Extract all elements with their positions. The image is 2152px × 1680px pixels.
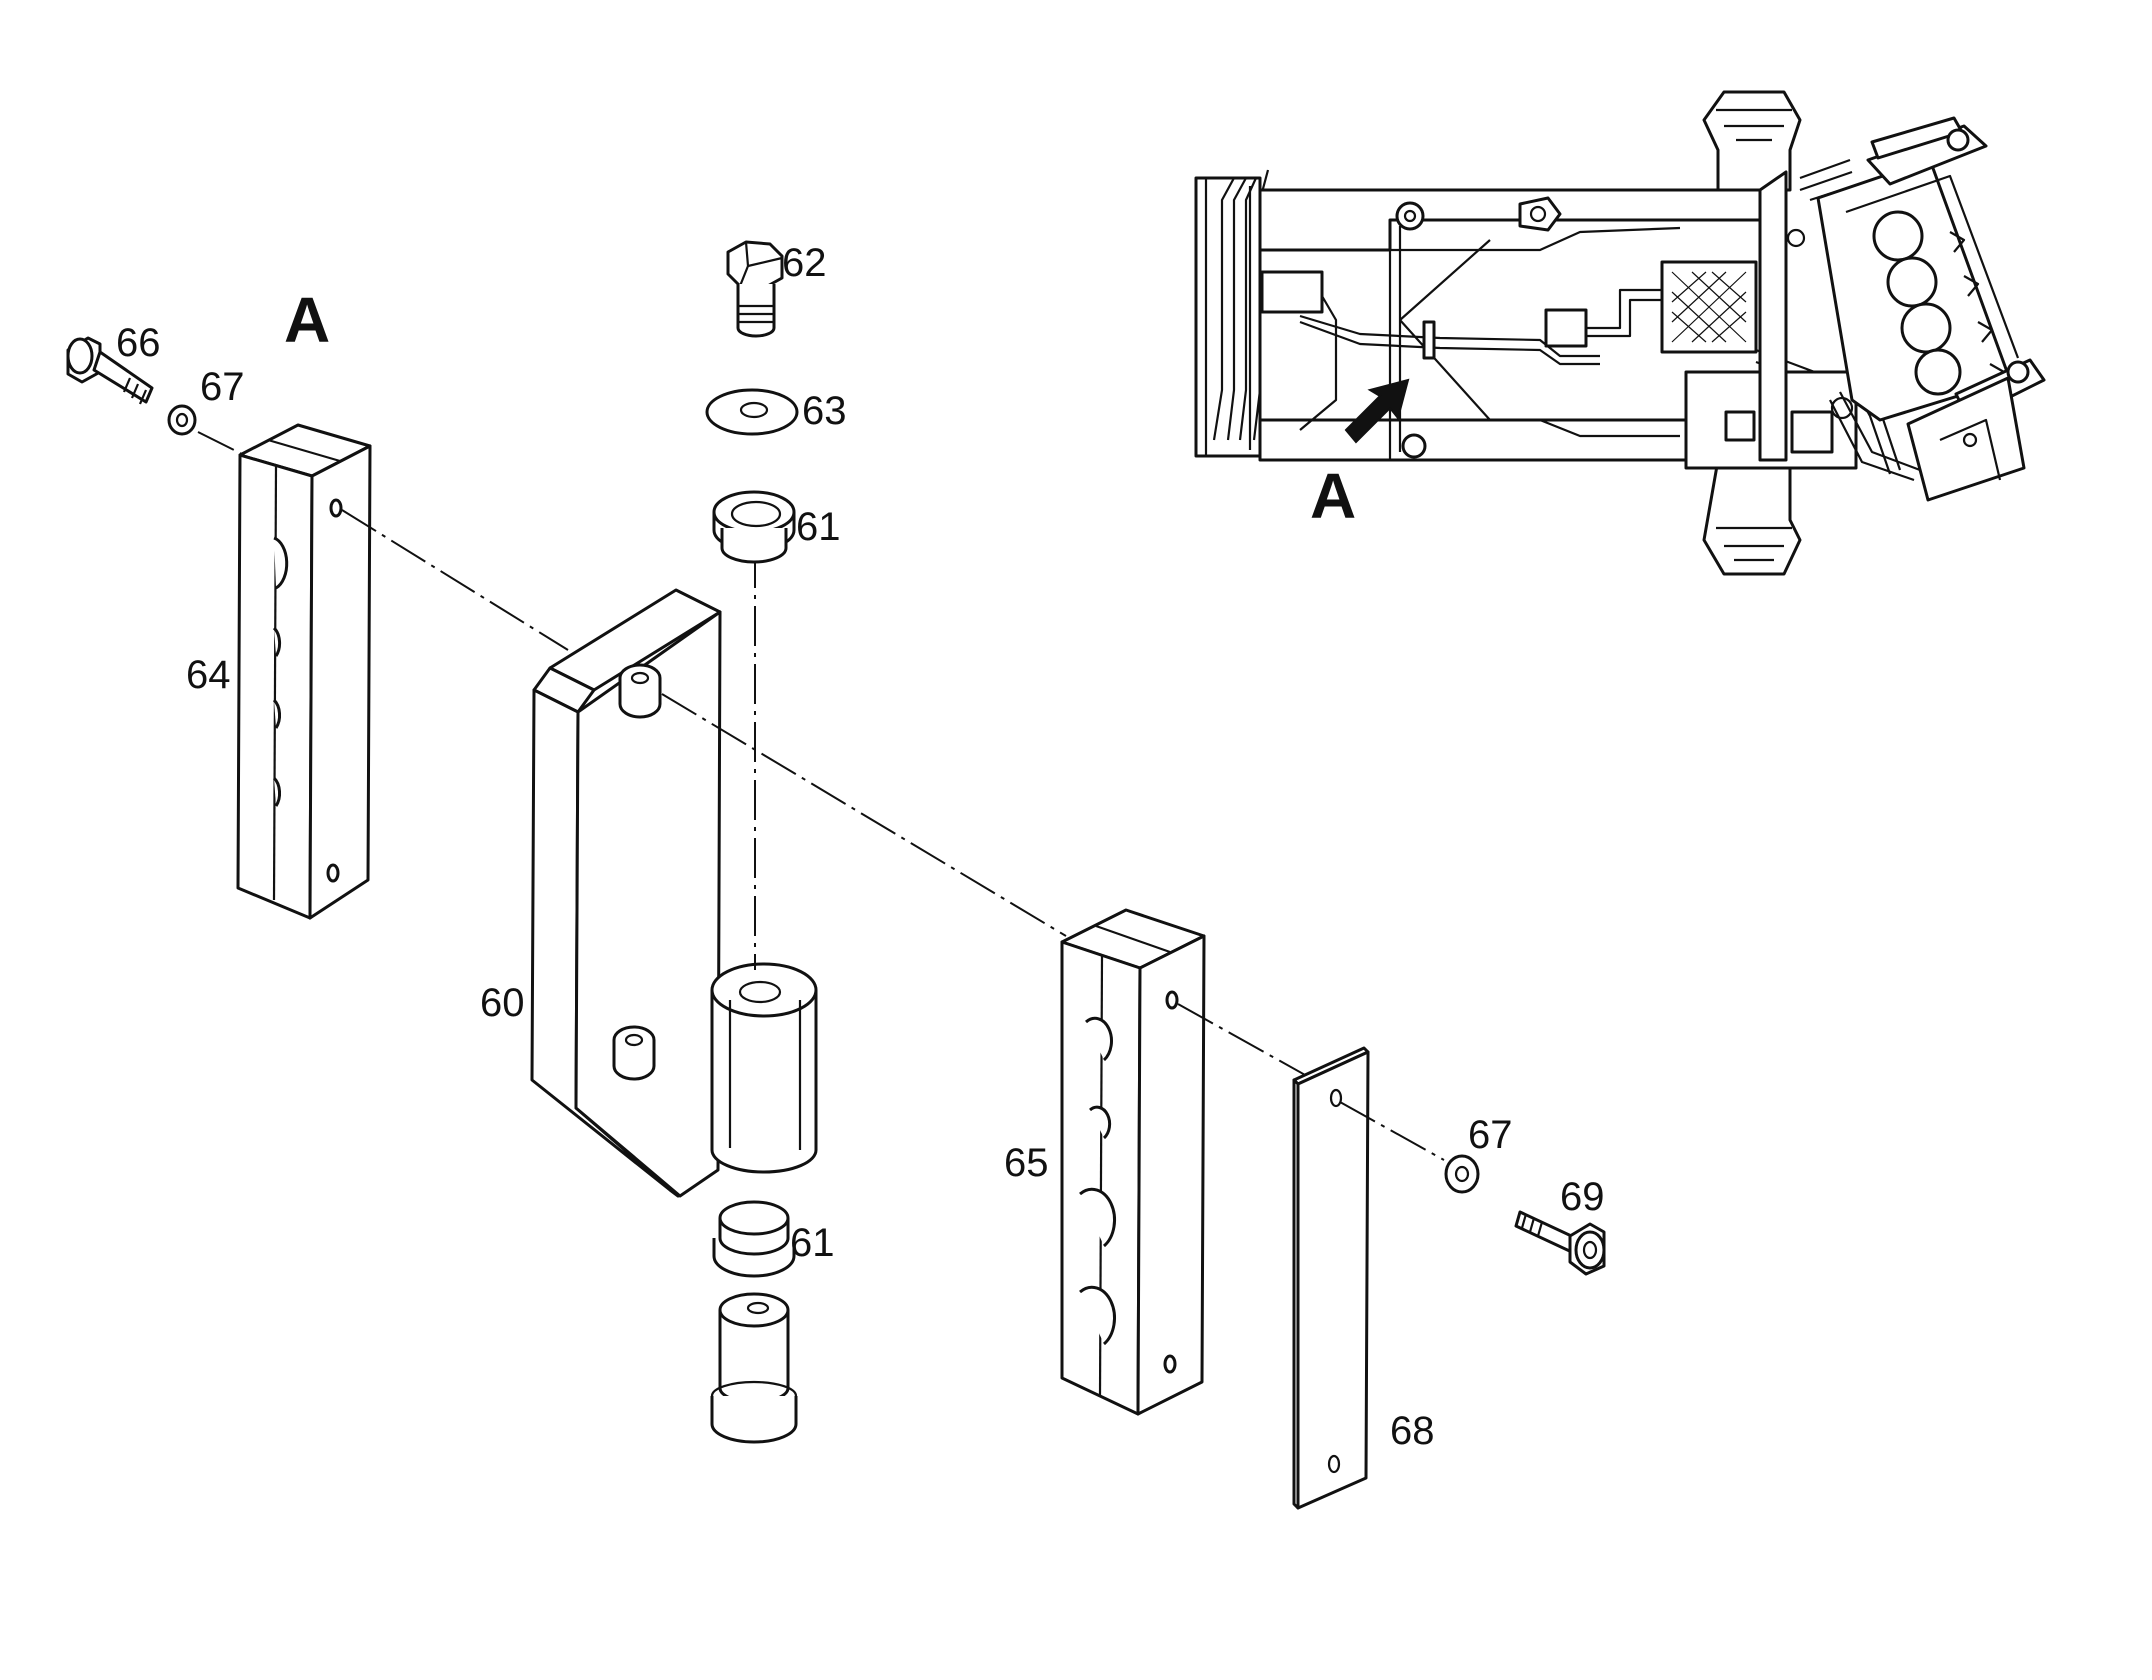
callout-63: 63 [802,389,847,433]
inset-overview [1194,90,2046,576]
callout-67-right: 67 [1468,1113,1513,1157]
part-63-washer [705,388,799,436]
part-69-cap-screw [1514,1210,1606,1276]
callout-65: 65 [1004,1141,1049,1185]
part-61-bushing-bottom [712,1200,796,1278]
pointer-arrow-icon [1344,378,1410,444]
part-60-hinge-bracket [530,588,818,1198]
part-62-bolt [726,240,784,338]
part-67-washer-right [1444,1154,1480,1194]
callout-69: 69 [1560,1175,1605,1219]
callout-67-left: 67 [200,365,245,409]
part-65-clamp-block [1060,908,1206,1416]
callout-66: 66 [116,321,161,365]
hinge-pin-sleeve [710,1292,798,1444]
callout-61-bottom: 61 [790,1221,835,1265]
callout-62: 62 [782,241,827,285]
callout-61-top: 61 [796,505,841,549]
axis-line-block-to-bracket [341,509,569,651]
part-66-cap-screw [66,336,154,405]
axis-line-plate-to-washer [1339,1101,1445,1161]
part-68-plate [1292,1046,1370,1510]
part-67-washer-left [167,404,197,436]
detail-view-label: A [284,284,330,356]
axis-line-bracket-to-block [661,693,1067,937]
callout-68: 68 [1390,1409,1435,1453]
part-61-bushing-top [712,490,796,564]
callout-60: 60 [480,981,525,1025]
callout-64: 64 [186,653,231,697]
part-64-clamp-block [236,423,372,920]
inset-view-label: A [1310,460,1356,532]
